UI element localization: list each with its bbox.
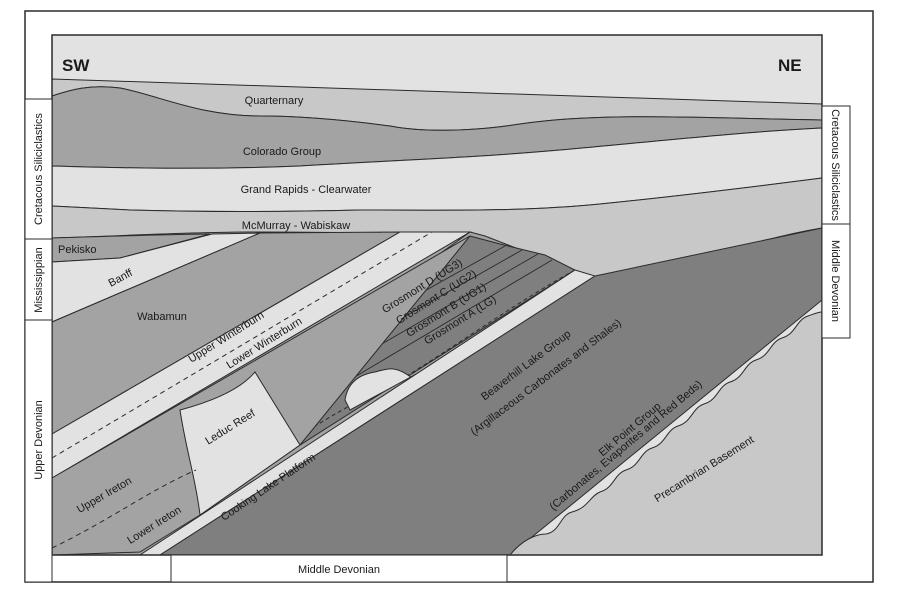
label-pekisko: Pekisko (58, 244, 97, 256)
label-mcmurray: McMurray - Wabiskaw (242, 220, 350, 232)
side-label-left-mississippian: Mississippian (33, 247, 45, 312)
side-label-left-upper-devonian: Upper Devonian (33, 400, 45, 480)
unit-precambrian (508, 311, 823, 556)
label-colorado: Colorado Group (243, 146, 321, 158)
label-grand-rapids: Grand Rapids - Clearwater (241, 184, 372, 196)
side-label-right-cretaceous: Cretacous Siliciclastics (829, 109, 841, 221)
direction-sw: SW (62, 56, 90, 75)
right-box-middle-devonian (821, 223, 851, 339)
sky-band (52, 35, 822, 104)
bottom-label-middle-devonian: Middle Devonian (298, 564, 380, 576)
ireton-dashed (51, 469, 197, 549)
label-wabamun: Wabamun (137, 311, 187, 323)
bottom-box-middle-devonian (170, 554, 508, 583)
left-box-upper-devonian (24, 319, 53, 583)
unit-leduc-reef (179, 371, 301, 516)
left-box-cretaceous (24, 98, 53, 240)
side-label-right-middle-devonian: Middle Devonian (829, 240, 841, 322)
unit-pekisko (51, 233, 211, 263)
label-quaternary: Quarternary (245, 95, 304, 107)
direction-ne: NE (778, 56, 802, 75)
winterburn-boundary (51, 231, 433, 459)
right-box-cretaceous (821, 105, 851, 225)
left-box-mississippian (24, 238, 53, 321)
side-label-left-cretaceous: Cretacous Siliciclastics (33, 113, 45, 225)
